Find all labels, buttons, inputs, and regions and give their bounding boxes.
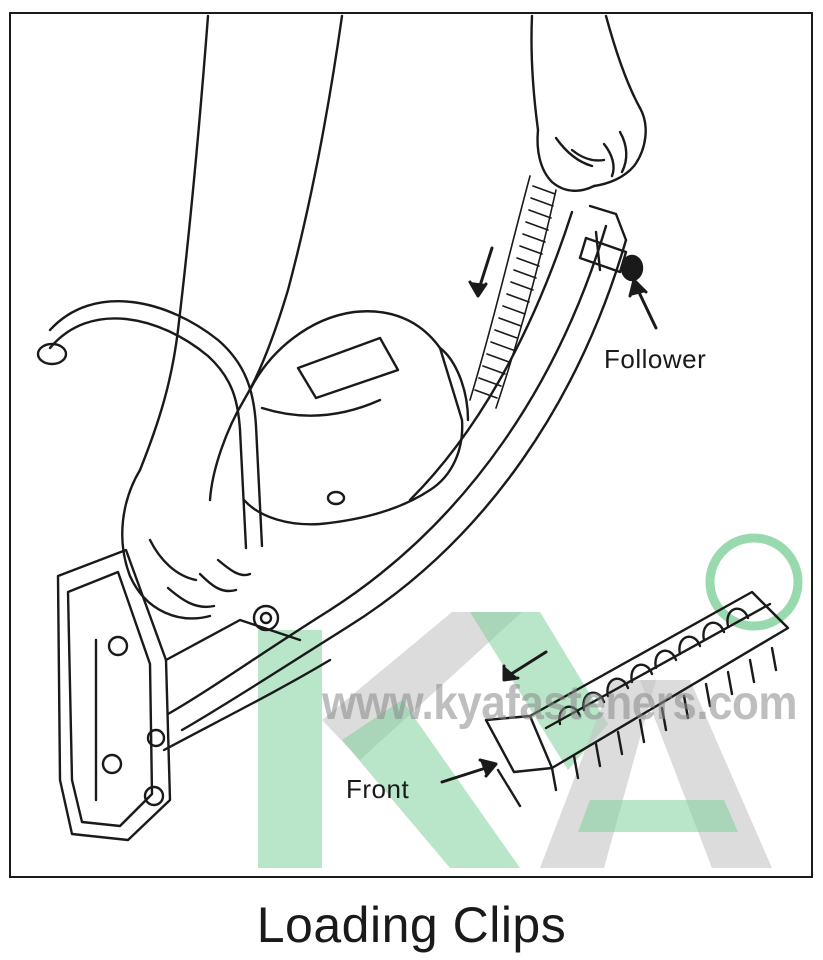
arrow-insert <box>506 650 548 678</box>
watermark-url: www.kyafasteners.com <box>322 676 798 730</box>
bolt-1 <box>107 635 129 657</box>
bolt-4 <box>146 728 166 748</box>
figure-caption: Loading Clips <box>256 897 567 953</box>
right-arm <box>530 14 647 192</box>
follower-knob <box>578 230 644 282</box>
front-label: Front <box>346 774 410 804</box>
watermark-a-bar <box>578 800 738 832</box>
left-hand <box>121 398 252 620</box>
roller-wheel <box>252 604 280 632</box>
left-arm <box>138 14 344 472</box>
clip-strip-front <box>484 590 790 808</box>
watermark-logo <box>258 533 803 868</box>
tool-body <box>242 310 470 526</box>
watermark-a-right <box>640 680 772 868</box>
watermark-k-arm-lower <box>342 700 520 868</box>
base-frame <box>56 548 332 842</box>
watermark-k-stem <box>258 630 322 868</box>
air-inlet-cap <box>36 342 68 366</box>
air-hose <box>36 300 264 550</box>
loaded-clip-strip <box>469 175 557 409</box>
figure-frame <box>9 12 813 878</box>
bolt-2 <box>101 753 123 775</box>
watermark-a-left <box>540 680 656 868</box>
watermark-registered-circle <box>705 533 803 631</box>
watermark-y-left <box>470 612 608 770</box>
bolt-3 <box>143 785 165 807</box>
follower-label: Follower <box>604 344 707 374</box>
direction-arrows <box>440 246 658 784</box>
